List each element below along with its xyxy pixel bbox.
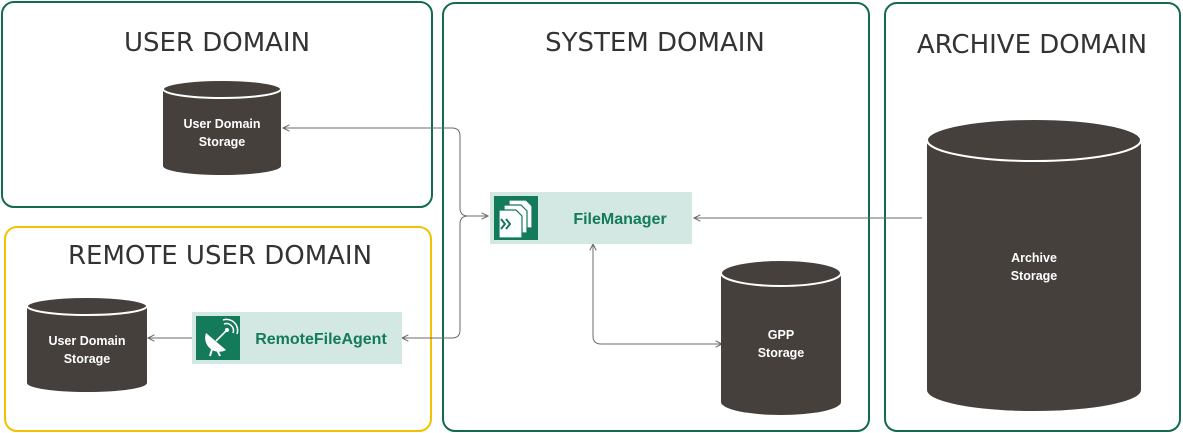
connector-remote-agent-filemanager <box>402 215 488 338</box>
remote-file-agent-component[interactable]: RemoteFileAgent <box>192 312 402 364</box>
connector-user-storage-filemanager <box>283 128 488 216</box>
gpp-storage-label: GPP <box>768 328 794 342</box>
remote-domain-storage: User Domain Storage <box>26 296 148 392</box>
archive-storage: Archive Storage <box>926 118 1142 411</box>
satellite-dish-icon <box>196 316 240 360</box>
system-domain-title: SYSTEM DOMAIN <box>545 28 765 58</box>
file-manager-icon <box>494 196 538 240</box>
file-manager-component[interactable]: FileManager <box>490 192 692 244</box>
remote-domain-storage-label: User Domain <box>48 334 125 348</box>
gpp-storage: GPP Storage <box>720 259 842 415</box>
archive-domain-title: ARCHIVE DOMAIN <box>917 30 1147 60</box>
remote-user-domain-title: REMOTE USER DOMAIN <box>68 241 372 271</box>
user-domain-storage: User Domain Storage <box>162 79 282 175</box>
remote-file-agent-label: RemoteFileAgent <box>255 331 387 348</box>
user-domain-storage-label: Storage <box>199 135 246 149</box>
connector-filemanager-gpp-storage <box>593 244 722 344</box>
user-domain-storage-label: User Domain <box>183 117 260 131</box>
remote-domain-storage-label: Storage <box>64 352 111 366</box>
archive-storage-label: Archive <box>1011 251 1057 265</box>
gpp-storage-label: Storage <box>758 346 805 360</box>
archive-storage-label: Storage <box>1011 269 1058 283</box>
user-domain-title: USER DOMAIN <box>124 28 310 58</box>
file-manager-label: FileManager <box>573 211 666 228</box>
